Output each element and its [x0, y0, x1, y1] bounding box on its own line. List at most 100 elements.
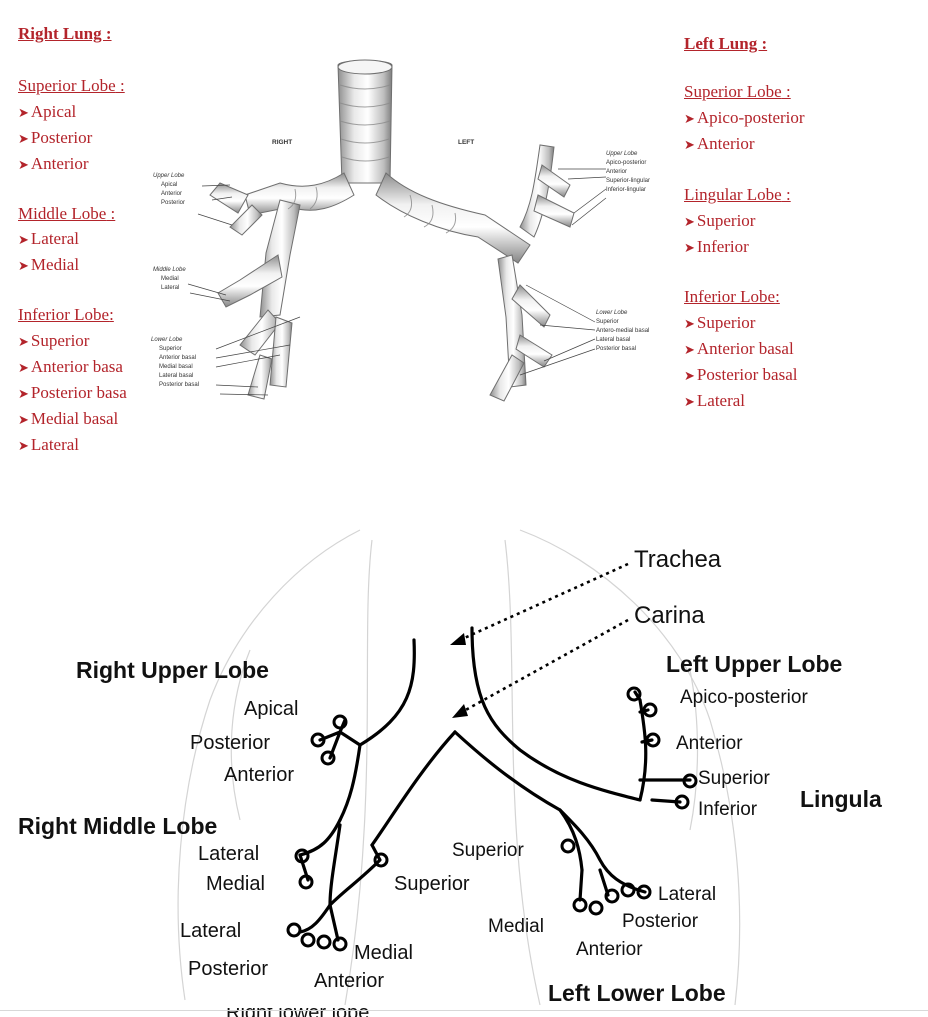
segment-item: ➤Anterior — [684, 134, 755, 153]
trachea-opening — [337, 59, 393, 75]
cut-off-caption-clip: Right lower lobe — [226, 1008, 369, 1017]
left-lingular-segments: ➤Superior ➤Inferior — [684, 208, 755, 260]
leader-line — [539, 324, 596, 331]
leader-line — [525, 284, 596, 323]
right-upper-lobe-label: Right Upper Lobe — [76, 657, 269, 683]
right-inferior-lobe-title: Inferior Lobe: — [18, 305, 114, 325]
right-middle-lobe-label: Right Middle Lobe — [18, 813, 218, 839]
segment-item: ➤Anterior basal — [684, 339, 794, 358]
rll-superior-branch — [328, 843, 382, 907]
trachea-right-wall — [358, 638, 416, 747]
trachea-pointer-line — [459, 562, 629, 642]
right-upper-branch-shape — [229, 204, 263, 236]
rul-anterior-loop — [320, 750, 336, 766]
leader-line — [215, 384, 259, 388]
lingula-superior-label: Superior — [698, 768, 770, 789]
rll-medial-label: Medial — [354, 942, 413, 964]
right-superior-lobe-title: Superior Lobe : — [18, 76, 125, 96]
cut-off-caption: Right lower lobe — [226, 1008, 369, 1017]
illustration-right-middle-labels: Middle Lobe Medial Lateral — [153, 266, 186, 293]
rll-segment-line — [328, 903, 340, 942]
rul-lower-line — [338, 743, 362, 822]
trachea-label: Trachea — [634, 546, 722, 573]
bottom-divider — [0, 1010, 928, 1011]
rll-branch — [298, 903, 332, 934]
leader-lines — [187, 168, 607, 396]
lingula-inferior-loop — [674, 794, 690, 810]
rml-branch — [298, 818, 342, 857]
right-lung-title: Right Lung : — [18, 24, 112, 43]
left-upper-branch-shape — [519, 144, 555, 238]
leader-line — [543, 338, 596, 362]
lll-lateral-label: Lateral — [658, 884, 717, 905]
lll-anterior-loop — [588, 900, 604, 916]
lll-lateral-loop-2 — [636, 884, 652, 900]
lul-anterior-label: Anterior — [676, 733, 743, 754]
cartilage-rings — [287, 84, 457, 234]
segment-item: ➤Posterior — [18, 128, 93, 147]
illustration-segment-label: Anterior — [606, 169, 628, 175]
trachea-left-wall — [470, 626, 642, 802]
segment-item: ➤Superior — [18, 331, 90, 350]
lul-apico-posterior-label: Apico-posterior — [680, 687, 808, 708]
rll-lateral-loop — [286, 922, 302, 938]
segment-label: Superior — [30, 331, 90, 350]
illustration-left-upper-labels: Upper Lobe Apico-posterior Anterior Supe… — [606, 150, 650, 195]
illustration-segment-label: Antero-medial basal — [596, 328, 650, 334]
trachea-arrowhead — [450, 633, 466, 645]
segment-label: Apico-posterior — [696, 108, 805, 127]
left-lung-vessel — [689, 669, 699, 831]
right-lung-vessel — [230, 649, 251, 821]
illustration-lobe-title: Lower Lobe — [596, 310, 628, 316]
illustration-segment-label: Superior — [159, 346, 182, 352]
left-upper-branch-shape — [533, 194, 575, 228]
left-lung-title: Left Lung : — [684, 34, 768, 53]
lll-superior-loop — [560, 838, 576, 854]
segment-item: ➤Lateral — [18, 229, 80, 248]
segment-label: Anterior — [30, 154, 89, 173]
lll-segment-line — [578, 868, 584, 902]
segment-label: Anterior basal — [696, 339, 794, 358]
left-main-bronchus-shape — [375, 172, 531, 264]
rul-posterior-label: Posterior — [190, 732, 271, 754]
lul-branch — [638, 698, 648, 802]
segment-label: Medial — [30, 255, 80, 274]
carina-arrowhead — [452, 704, 468, 718]
lll-medial-loop — [572, 897, 588, 913]
left-lower-lobe-label: Left Lower Lobe — [548, 980, 726, 1006]
rul-apical-label: Apical — [244, 698, 299, 720]
illustration-lobe-title: Upper Lobe — [153, 173, 185, 179]
rll-anterior-loop — [316, 934, 332, 950]
illustration-segment-label: Anterior — [161, 191, 183, 197]
segment-label: Posterior basa — [30, 383, 127, 402]
rul-apical-loop — [332, 714, 348, 730]
illustration-segment-label: Lateral basal — [159, 373, 194, 379]
illustration-segment-label: Medial — [161, 276, 179, 282]
left-lung-inner-outline — [504, 539, 541, 1006]
lll-medial-label: Medial — [488, 916, 544, 937]
pointer-arrows — [459, 562, 629, 714]
left-superior-lobe-title: Superior Lobe : — [684, 82, 791, 102]
leader-line — [197, 213, 233, 226]
illustration-segment-label: Lateral — [161, 285, 180, 291]
segment-item: ➤Anterior basa — [18, 357, 123, 376]
segment-label: Lateral — [696, 391, 746, 410]
leader-line — [219, 393, 269, 396]
left-inferior-segments: ➤Superior ➤Anterior basal ➤Posterior bas… — [684, 310, 797, 414]
segment-label: Apical — [30, 102, 77, 121]
left-lingular-lobe-title: Lingular Lobe : — [684, 185, 791, 205]
lingula-label: Lingula — [800, 786, 882, 812]
illustration-right-heading: RIGHT — [272, 139, 293, 146]
rul-anterior-label: Anterior — [224, 764, 295, 786]
right-bronchus-rings — [287, 186, 318, 210]
illustration-left-lower-labels: Lower Lobe Superior Antero-medial basal … — [596, 309, 649, 354]
segment-item: ➤Lateral — [684, 391, 746, 410]
illustration-segment-label: Anterior basal — [159, 355, 197, 361]
left-lower-branch-shape — [489, 354, 525, 402]
right-inferior-segments: ➤Superior ➤Anterior basa ➤Posterior basa… — [18, 328, 127, 458]
right-inferior-lobe-colon: : — [109, 305, 114, 324]
leader-line — [215, 316, 301, 350]
pointer-arrowheads — [450, 633, 468, 718]
segment-label: Medial basal — [30, 409, 119, 428]
segment-label: Posterior — [30, 128, 93, 147]
